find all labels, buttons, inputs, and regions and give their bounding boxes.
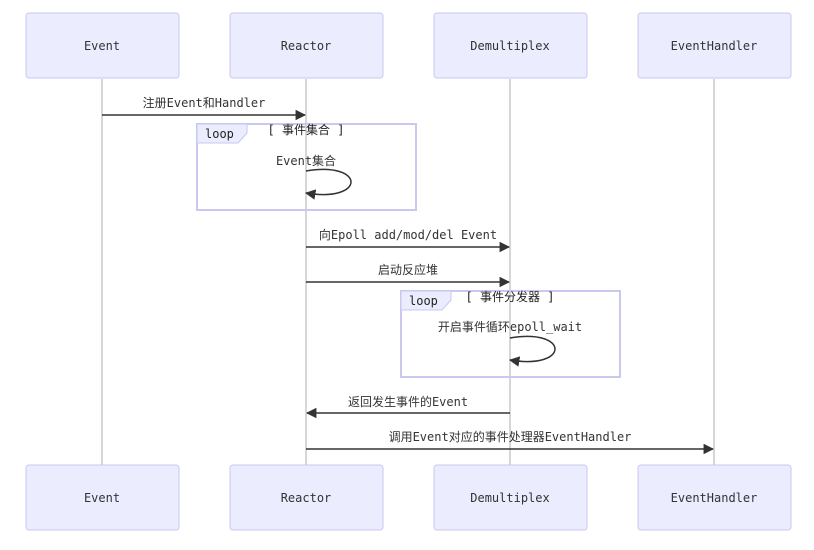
participant-demultiplex-top: Demultiplex [433,12,588,79]
participant-label: Reactor [281,491,332,505]
participant-eventhandler-bottom: EventHandler [637,464,792,531]
loop-title: [ 事件集合 ] [268,122,345,137]
loop-frame-dispatcher: loop [ 事件分发器 ] [400,289,621,378]
loop-frame-event-set: loop [ 事件集合 ] [196,122,417,211]
participant-reactor-bottom: Reactor [229,464,384,531]
participant-reactor-top: Reactor [229,12,384,79]
participant-label: Event [84,39,120,53]
loop-keyword: loop [409,294,438,308]
message-epoll-wait-label: 开启事件循环epoll_wait [438,320,582,334]
participant-label: EventHandler [671,39,758,53]
participant-label: Demultiplex [470,39,549,53]
participant-label: EventHandler [671,491,758,505]
message-register-label: 注册Event和Handler [143,95,266,110]
message-start-reactor-label: 启动反应堆 [378,262,438,277]
participant-event-bottom: Event [25,464,180,531]
participant-label: Demultiplex [470,491,549,505]
participant-label: Reactor [281,39,332,53]
message-event-set-self-arrow [304,168,352,200]
loop-title: [ 事件分发器 ] [466,289,555,304]
participant-label: Event [84,491,120,505]
participant-demultiplex-bottom: Demultiplex [433,464,588,531]
participant-event-top: Event [25,12,180,79]
participant-eventhandler-top: EventHandler [637,12,792,79]
loop-keyword: loop [205,127,234,141]
message-epoll-wait-self-arrow [508,335,556,367]
message-add-mod-del-label: 向Epoll add/mod/del Event [319,227,497,242]
message-return-events-label: 返回发生事件的Event [348,394,468,409]
message-call-handler-label: 调用Event对应的事件处理器EventHandler [389,429,632,444]
message-event-set-label: Event集合 [276,153,336,168]
